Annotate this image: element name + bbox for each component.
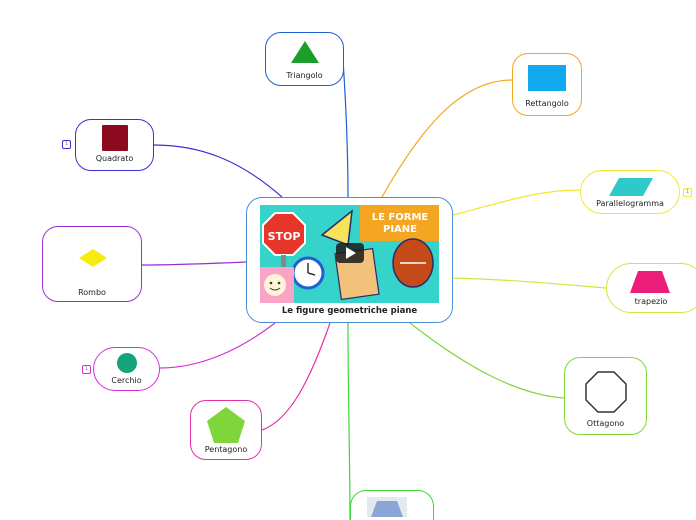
node-trapezio[interactable]: trapezio [606, 263, 696, 313]
node-cerchio[interactable]: Cerchio [93, 347, 160, 391]
stop-sign-text: STOP [268, 230, 301, 243]
node-label: Triangolo [286, 71, 323, 80]
note-badge[interactable]: 1 [683, 188, 692, 197]
triangle-cheese-icon [320, 209, 353, 247]
note-badge[interactable]: 1 [62, 140, 71, 149]
banner-line2: PIANE [383, 224, 417, 235]
trapezoid-icon [630, 271, 670, 293]
node-pentagono[interactable]: Pentagono [190, 400, 262, 460]
connector-rettangolo [381, 79, 513, 198]
connector-parallelogramma [452, 189, 581, 216]
connector-quadrato [153, 144, 283, 198]
stop-sign-icon [262, 212, 306, 256]
node-triangolo[interactable]: Triangolo [265, 32, 344, 86]
node-parallelogramma[interactable]: Parallelogramma [580, 170, 680, 214]
pentagon-icon [207, 407, 245, 443]
triangle-icon [291, 41, 319, 63]
connector-bottom [347, 322, 351, 520]
square-icon [102, 125, 128, 151]
trapezoid-icon [367, 497, 407, 517]
node-label: Cerchio [111, 376, 142, 385]
connector-pentagono [261, 322, 331, 431]
circle-icon [117, 353, 137, 373]
central-title: Le figure geometriche piane [281, 306, 418, 316]
parallelogram-icon [609, 178, 653, 196]
node-label: Parallelogramma [596, 199, 664, 208]
node-label: Pentagono [204, 445, 248, 454]
node-rombo[interactable]: Rombo [42, 226, 142, 302]
node-label: trapezio [634, 297, 668, 306]
note-badge[interactable]: 1 [82, 365, 91, 374]
node-ottagono[interactable]: Ottagono [564, 357, 647, 435]
node-label: Rettangolo [525, 99, 569, 108]
connector-triangolo [342, 59, 349, 198]
rhombus-icon [79, 249, 107, 267]
octagon-icon [585, 371, 627, 413]
node-quadrato[interactable]: Quadrato [75, 119, 154, 171]
node-label: Ottagono [586, 419, 625, 428]
node-rettangolo[interactable]: Rettangolo [512, 53, 582, 116]
rectangle-icon [528, 65, 566, 91]
connector-cerchio [159, 322, 276, 369]
node-bottom[interactable] [350, 490, 434, 520]
video-thumbnail[interactable]: LE FORME PIANE STOP [260, 205, 439, 303]
connector-rombo [141, 261, 247, 266]
connector-trapezio [452, 277, 607, 289]
banner-line1: LE FORME [372, 212, 429, 223]
smiley-icon [264, 274, 286, 296]
connector-ottagono [409, 322, 565, 399]
node-label: Quadrato [95, 154, 134, 163]
central-topic[interactable]: LE FORME PIANE STOP [246, 197, 453, 323]
node-label: Rombo [78, 288, 106, 297]
